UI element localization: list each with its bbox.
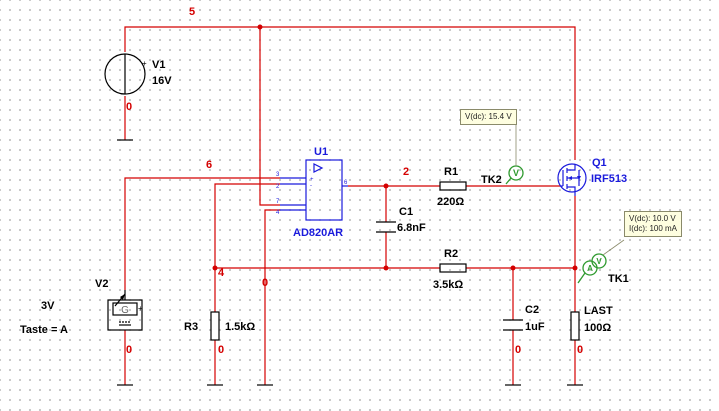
grounds xyxy=(117,139,583,386)
net-label-6: 6 xyxy=(206,159,212,171)
q1-name: Q1 xyxy=(592,157,607,169)
u1-body xyxy=(305,159,343,221)
v2-plus: + xyxy=(138,304,143,313)
v1-value: 16V xyxy=(152,75,172,87)
q1-diode-icon xyxy=(577,176,581,180)
load-value: 100Ω xyxy=(584,322,611,334)
v2-value: 3V xyxy=(41,300,55,312)
tk2-reading: V(dc): 15.4 V xyxy=(465,112,512,121)
v1-plus: + xyxy=(142,59,147,68)
tk1-voltmeter-icon xyxy=(591,253,607,269)
v2-name: V2 xyxy=(95,278,108,290)
r1-resistor[interactable]: R1 220Ω xyxy=(437,166,467,208)
wire-net5-top xyxy=(124,26,576,160)
junction xyxy=(383,183,389,189)
r3-resistor[interactable]: R3 1.5kΩ xyxy=(184,311,255,341)
u1-opamp-icon xyxy=(313,163,324,173)
net-labels: 5 0 6 2 4 0 0 0 0 0 xyxy=(126,6,583,356)
r1-name: R1 xyxy=(444,166,458,178)
load-name: LAST xyxy=(584,305,613,317)
tk1-reading-current: I(dc): 100 mA xyxy=(629,224,678,233)
q1-mosfet[interactable]: Q1 IRF513 xyxy=(557,157,627,196)
c2-capacitor[interactable]: C2 1uF xyxy=(503,304,545,333)
q1-model: IRF513 xyxy=(591,173,627,185)
wire-u1-pin7 xyxy=(259,27,280,206)
u1-pin3: 3 xyxy=(276,172,280,178)
v2-minus: _ xyxy=(137,322,143,331)
tk2-readout: V(dc): 15.4 V xyxy=(460,109,517,125)
u1-model: AD820AR xyxy=(293,227,343,239)
r2-value: 3.5kΩ xyxy=(433,279,463,291)
tk1-glyph-a: A xyxy=(587,264,593,273)
v2-source[interactable]: G + _ V2 3V Taste = A xyxy=(20,278,143,336)
u1-minus: - xyxy=(310,183,312,189)
junctions xyxy=(212,24,578,271)
tk1-probe-tip xyxy=(577,272,586,284)
q1-drain xyxy=(567,164,576,171)
net-label-4: 4 xyxy=(218,267,225,279)
r1-value: 220Ω xyxy=(437,196,464,208)
v2-key: Taste = A xyxy=(20,324,68,336)
wire-u1-pin4-gnd xyxy=(264,209,280,385)
net-label-0: 0 xyxy=(515,344,521,356)
tk2-glyph: V xyxy=(513,168,519,178)
r1-body xyxy=(439,181,467,191)
load-resistor[interactable]: LAST 100Ω xyxy=(570,305,613,341)
tk2-probe-icon xyxy=(505,177,512,185)
junction xyxy=(257,24,263,30)
net-label-0: 0 xyxy=(126,344,132,356)
tk1-name: TK1 xyxy=(608,273,629,285)
u1-pin7: 7 xyxy=(276,199,280,205)
tk1-reading-voltage: V(dc): 10.0 V xyxy=(629,214,676,223)
q1-arrow-icon xyxy=(568,176,572,180)
net-label-0: 0 xyxy=(126,101,132,113)
junction xyxy=(212,265,218,271)
v2-glyph: G xyxy=(121,305,129,316)
r2-body xyxy=(439,263,467,273)
c2-value: 1uF xyxy=(525,321,545,333)
wires xyxy=(124,26,576,385)
junction xyxy=(510,265,516,271)
u1-opamp[interactable]: + - 3 2 7 4 6 U1 AD820AR xyxy=(276,146,348,239)
junction xyxy=(572,265,578,271)
r3-body xyxy=(210,311,220,341)
u1-pin2: 2 xyxy=(276,184,280,190)
wire-net4-left xyxy=(214,183,280,312)
tk2-probe[interactable]: V TK2 xyxy=(481,124,524,186)
v1-source[interactable]: + V1 16V xyxy=(104,53,172,95)
net-label-0: 0 xyxy=(577,344,583,356)
load-body xyxy=(570,311,580,341)
r2-name: R2 xyxy=(444,248,458,260)
tk1-readout: V(dc): 10.0 V I(dc): 100 mA xyxy=(624,211,683,237)
u1-name: U1 xyxy=(314,146,328,158)
u1-plus: + xyxy=(310,177,314,183)
q1-source xyxy=(567,186,576,196)
r3-value: 1.5kΩ xyxy=(225,321,255,333)
net-label-2: 2 xyxy=(403,166,409,178)
net-label-0: 0 xyxy=(218,344,224,356)
c1-capacitor[interactable]: C1 6.8nF xyxy=(376,206,426,234)
wire-net6 xyxy=(124,177,280,290)
u1-pin4: 4 xyxy=(276,210,280,216)
v2-arrow-icon xyxy=(120,294,125,300)
c1-value: 6.8nF xyxy=(397,222,426,234)
net-label-0: 0 xyxy=(262,277,268,289)
tk1-probe[interactable]: A V TK1 xyxy=(577,239,629,285)
v1-name: V1 xyxy=(152,59,165,71)
u1-pin6: 6 xyxy=(344,180,348,186)
q1-body xyxy=(557,163,587,193)
r3-name: R3 xyxy=(184,321,198,333)
tk1-leader xyxy=(602,239,625,256)
c1-name: C1 xyxy=(399,206,413,218)
junction xyxy=(383,265,389,271)
tk1-glyph-v: V xyxy=(596,257,602,266)
net-label-5: 5 xyxy=(189,6,195,18)
v2-display xyxy=(112,302,138,316)
tk2-name: TK2 xyxy=(481,174,502,186)
r2-resistor[interactable]: R2 3.5kΩ xyxy=(433,248,467,291)
c2-name: C2 xyxy=(525,304,539,316)
